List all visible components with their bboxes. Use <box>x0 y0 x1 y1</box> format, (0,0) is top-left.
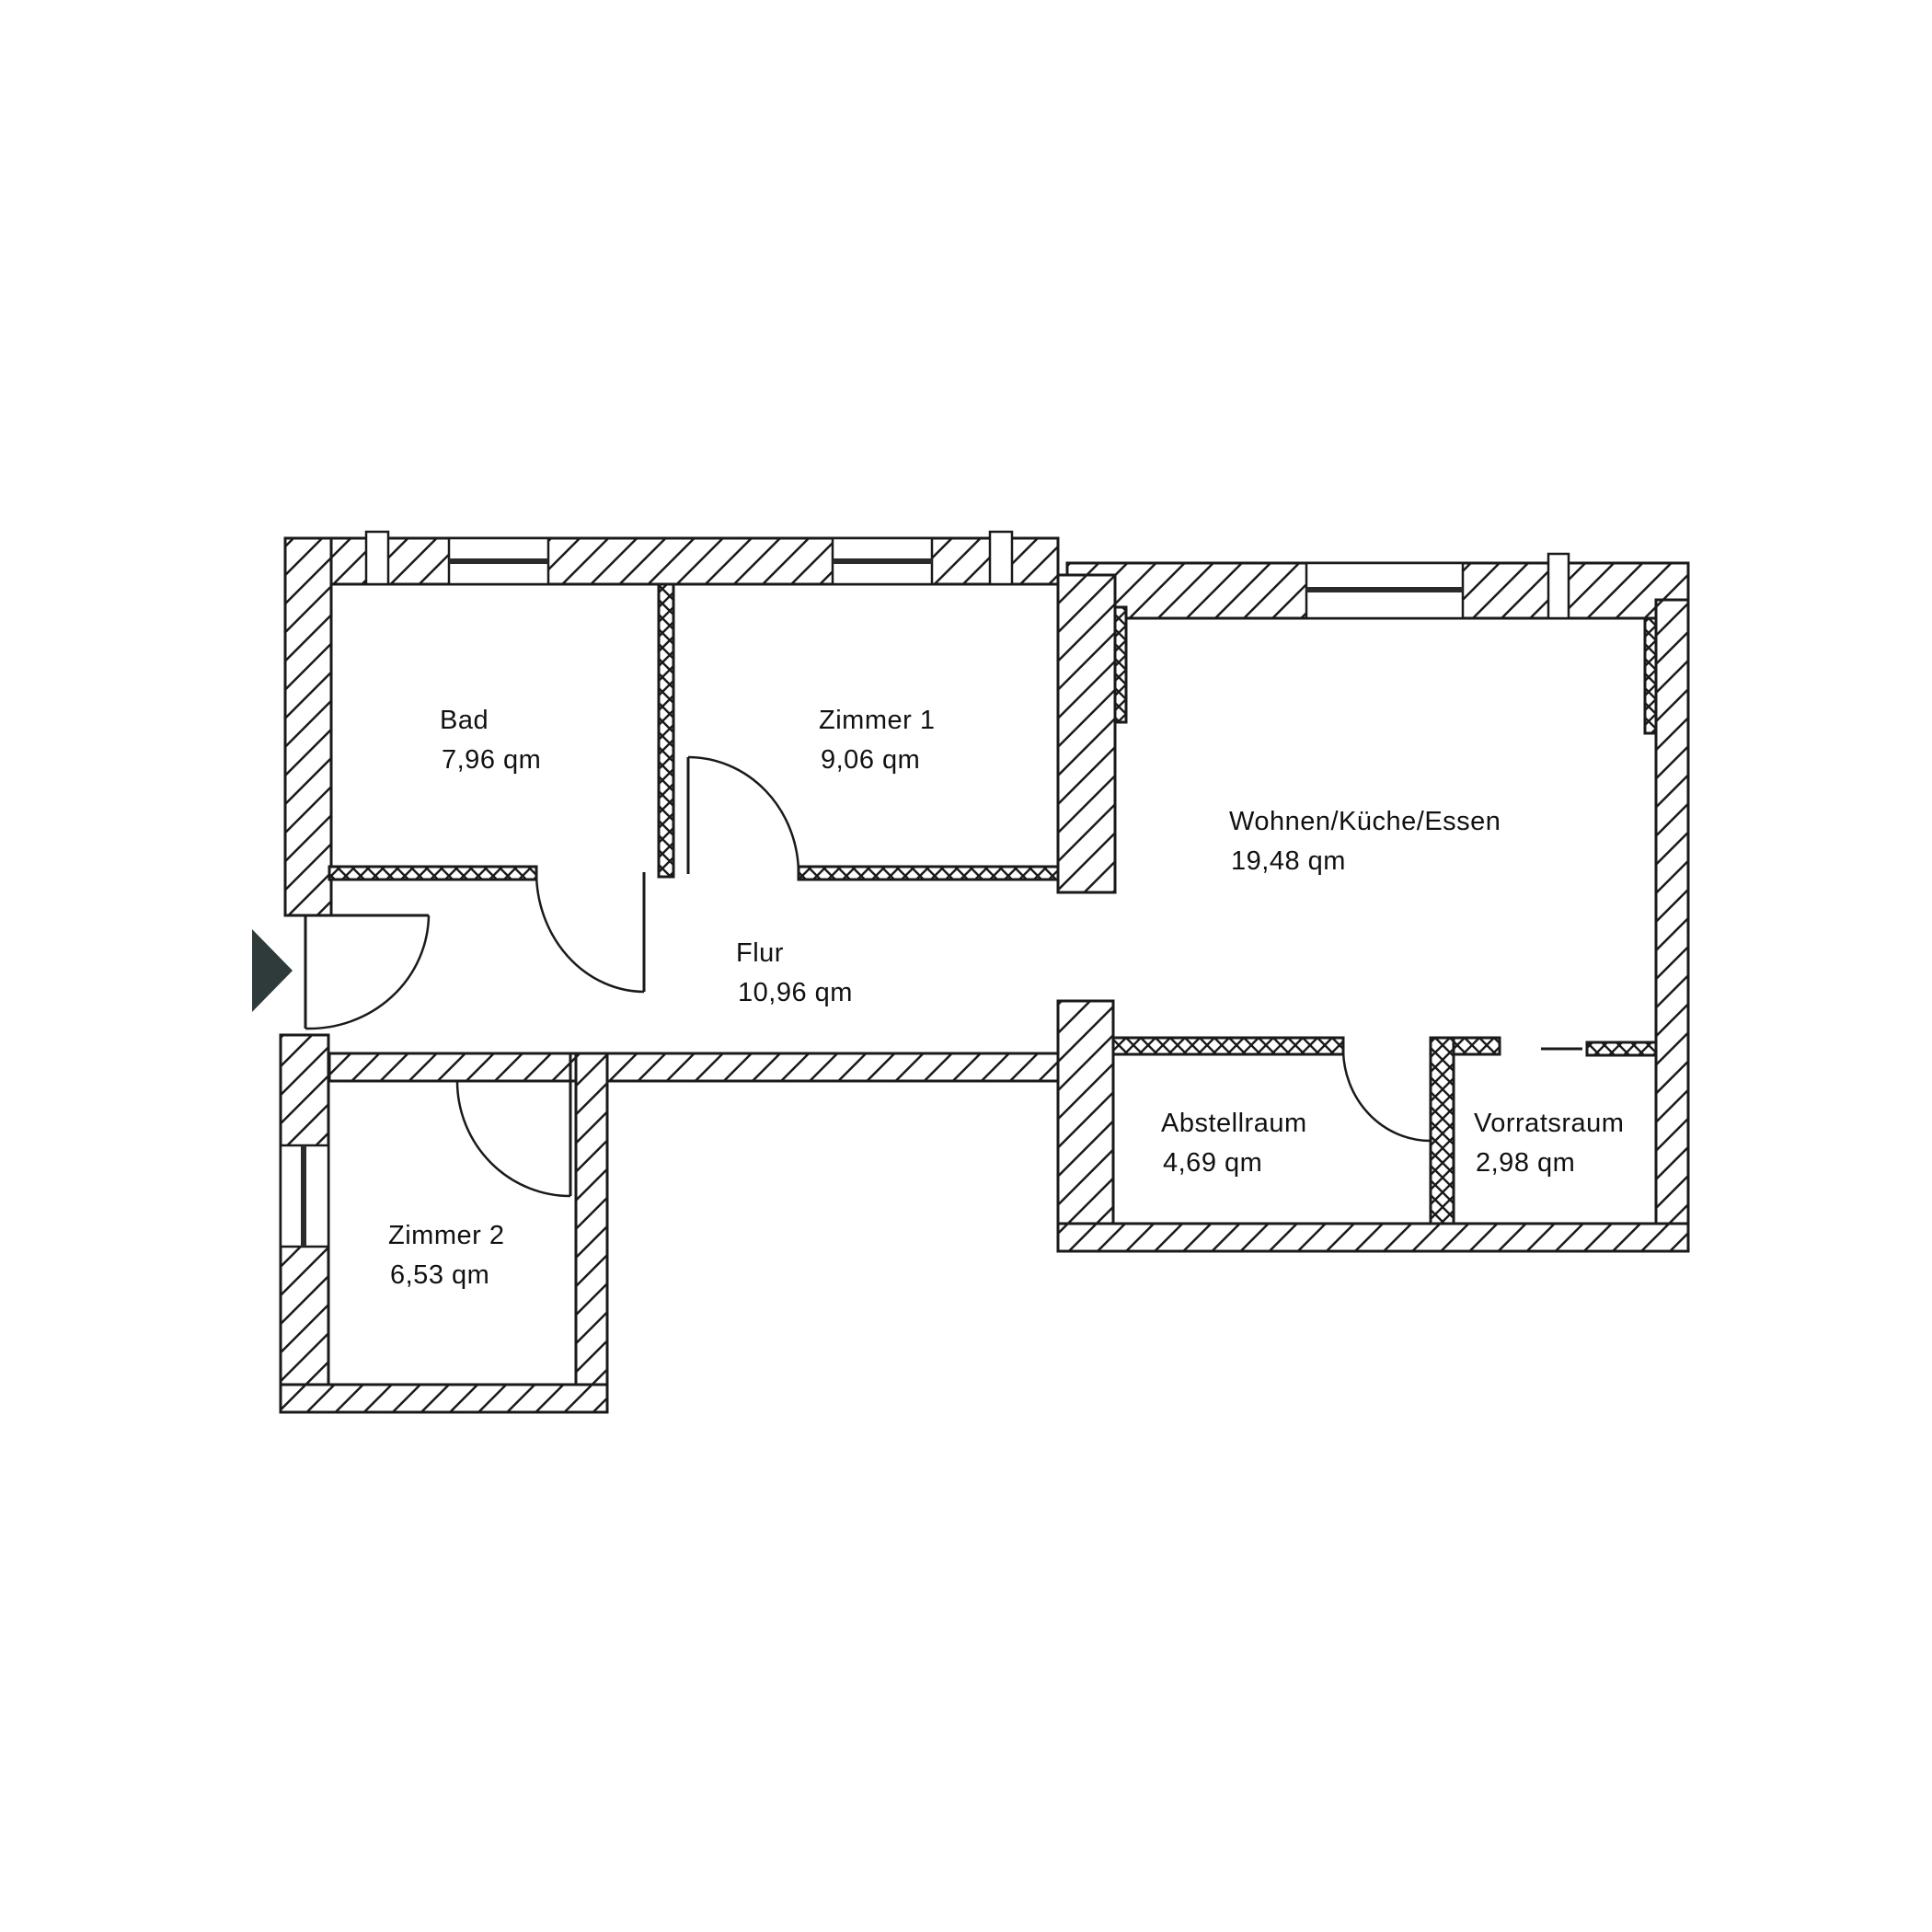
wall-wohnen-abstell <box>1111 1036 1345 1056</box>
wall-bad-zimmer1 <box>657 582 675 879</box>
wall-wohnen-vorrat-right <box>1585 1041 1662 1057</box>
door-abstell-arc <box>1341 1048 1432 1143</box>
door-bad-arc <box>535 871 645 994</box>
room-zimmer2-name: Zimmer 2 <box>388 1221 504 1250</box>
door-zimmer2-arc <box>455 1080 571 1198</box>
room-wohnen-name: Wohnen/Küche/Essen <box>1229 807 1501 836</box>
walls <box>279 536 1690 1414</box>
room-zimmer1-name: Zimmer 1 <box>819 706 935 735</box>
room-vorratsraum-name: Vorratsraum <box>1474 1109 1624 1138</box>
window-wohnen-glass <box>1306 587 1463 592</box>
wall-zimmer2-right <box>574 1052 609 1414</box>
entrance-arrow-icon <box>252 929 293 1012</box>
wall-flur-bottom <box>328 1052 578 1083</box>
room-bad-area: 7,96 qm <box>442 745 541 775</box>
room-zimmer1-area: 9,06 qm <box>821 745 920 775</box>
wall-zimmer1-flur <box>797 865 1060 881</box>
door-entrance-arc <box>305 914 431 1030</box>
room-labels: Bad 7,96 qm Zimmer 1 9,06 qm Wohnen/Küch… <box>388 706 1624 1290</box>
window-zimmer2-glass <box>301 1145 306 1247</box>
room-flur-area: 10,96 qm <box>738 978 853 1007</box>
wall-right <box>1654 598 1690 1253</box>
vent-zimmer1 <box>988 530 1014 586</box>
doors <box>304 755 1582 1198</box>
room-zimmer2-area: 6,53 qm <box>390 1260 489 1290</box>
door-zimmer1-arc <box>687 755 800 875</box>
window-zimmer1-glass <box>833 558 932 564</box>
wall-abstell-vorrat <box>1429 1036 1455 1228</box>
wall-flur-bottom-right <box>569 1052 1060 1083</box>
wall-bottom-right <box>1056 1222 1690 1253</box>
wall-zimmer1-wohnen <box>1056 573 1117 894</box>
room-flur-name: Flur <box>736 938 784 968</box>
vent-wohnen <box>1547 552 1570 620</box>
wall-zimmer2-bottom <box>279 1383 609 1414</box>
room-wohnen-area: 19,48 qm <box>1231 846 1346 876</box>
wall-top-left <box>283 536 1060 586</box>
wall-bad-flur <box>328 865 538 881</box>
vent-bad <box>364 530 390 586</box>
posts <box>364 530 1570 620</box>
wall-flur-abstell <box>1056 999 1115 1253</box>
wall-wohnen-inner-left <box>1113 605 1128 724</box>
window-bad-glass <box>449 558 548 564</box>
wall-left-upper <box>283 536 333 917</box>
wall-wohnen-inner-right <box>1643 616 1658 735</box>
room-bad-name: Bad <box>440 706 489 735</box>
room-vorratsraum-area: 2,98 qm <box>1476 1148 1575 1178</box>
room-abstellraum-area: 4,69 qm <box>1163 1148 1262 1178</box>
room-abstellraum-name: Abstellraum <box>1161 1109 1307 1138</box>
windows <box>279 536 1465 1248</box>
